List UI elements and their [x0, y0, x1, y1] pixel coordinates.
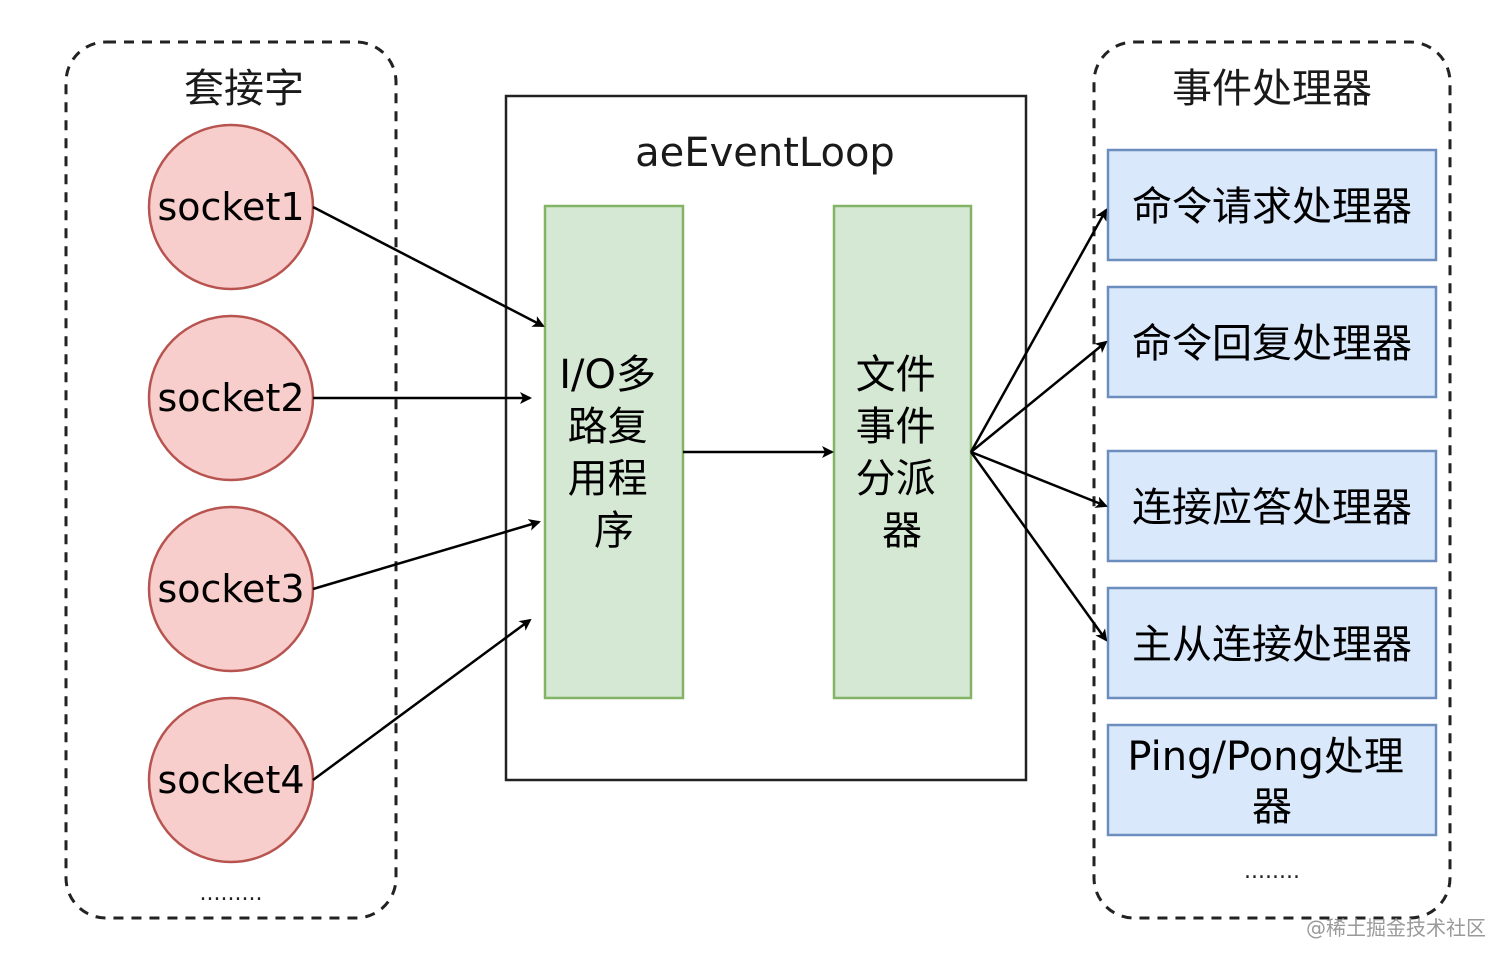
- event-dispatcher-box: [832, 204, 973, 700]
- event-dispatcher-label: 文件 事件 分派 器: [856, 352, 949, 554]
- event-dispatcher-line-4: 器: [882, 508, 922, 554]
- arrow-dispatcher-to-handler-3: [970, 450, 1108, 508]
- io-multiplexer-line-3: 用程: [568, 456, 648, 502]
- handler-label-2: 命令回复处理器: [1132, 321, 1412, 367]
- socket-node-4-label: socket4: [157, 758, 304, 802]
- event-dispatcher-line-3: 分派: [856, 456, 936, 502]
- socket-node-1-label: socket1: [157, 185, 304, 229]
- handler-label-5-line-1: Ping/Pong处理: [1127, 734, 1403, 780]
- handler-box-1: [1106, 148, 1438, 262]
- io-multiplexer-line-1: I/O多: [559, 352, 656, 398]
- arrows: [312, 205, 1108, 782]
- event-dispatcher-line-2: 事件: [856, 404, 936, 450]
- handler-label-5-line-2: 器: [1252, 784, 1292, 830]
- event-dispatcher-line-1: 文件: [856, 352, 936, 398]
- io-multiplexer-line-2: 路复: [568, 404, 648, 450]
- arrow-socket1-to-multiplexer: [312, 205, 545, 328]
- socket-ellipsis: .........: [200, 881, 263, 906]
- handler-label-1: 命令请求处理器: [1132, 184, 1412, 230]
- watermark: @稀土掘金技术社区: [1306, 916, 1486, 940]
- event-loop-title: aeEventLoop: [635, 130, 895, 176]
- handler-box-5: [1106, 723, 1438, 837]
- arrow-dispatcher-to-handler-4: [969, 451, 1108, 642]
- arrow-socket3-to-multiplexer: [312, 519, 541, 591]
- handler-box-3: [1106, 449, 1438, 563]
- io-multiplexer-box: [543, 204, 685, 700]
- handler-label-4: 主从连接处理器: [1132, 622, 1412, 668]
- arrow-socket4-to-multiplexer: [312, 618, 532, 782]
- socket-node-3-label: socket3: [157, 567, 304, 611]
- handler-group: 事件处理器 命令请求处理器 命令回复处理器 连接应答处理器 主从连接处理器 Pi…: [1092, 40, 1452, 920]
- handler-group-border: [1092, 40, 1452, 920]
- io-multiplexer-label: I/O多 路复 用程 序: [559, 352, 668, 554]
- arrow-dispatcher-to-handler-2: [970, 340, 1108, 453]
- handler-box-4: [1106, 586, 1438, 700]
- socket-group-title: 套接字: [184, 66, 304, 112]
- handler-box-2: [1106, 285, 1438, 399]
- arrow-dispatcher-to-handler-1: [969, 208, 1108, 453]
- event-loop: aeEventLoop I/O多 路复 用程 序 文件 事件 分派 器: [504, 94, 1028, 782]
- io-multiplexer-line-4: 序: [594, 508, 634, 554]
- socket-node-2-label: socket2: [157, 376, 304, 420]
- handler-group-title: 事件处理器: [1172, 66, 1372, 112]
- handler-ellipsis: ........: [1244, 859, 1300, 884]
- socket-group-border: [64, 40, 398, 920]
- handler-label-5: Ping/Pong处理 器: [1127, 734, 1416, 830]
- handler-label-3: 连接应答处理器: [1132, 485, 1412, 531]
- socket-group: 套接字 socket1 socket2 socket3 socket4 ....…: [64, 40, 398, 920]
